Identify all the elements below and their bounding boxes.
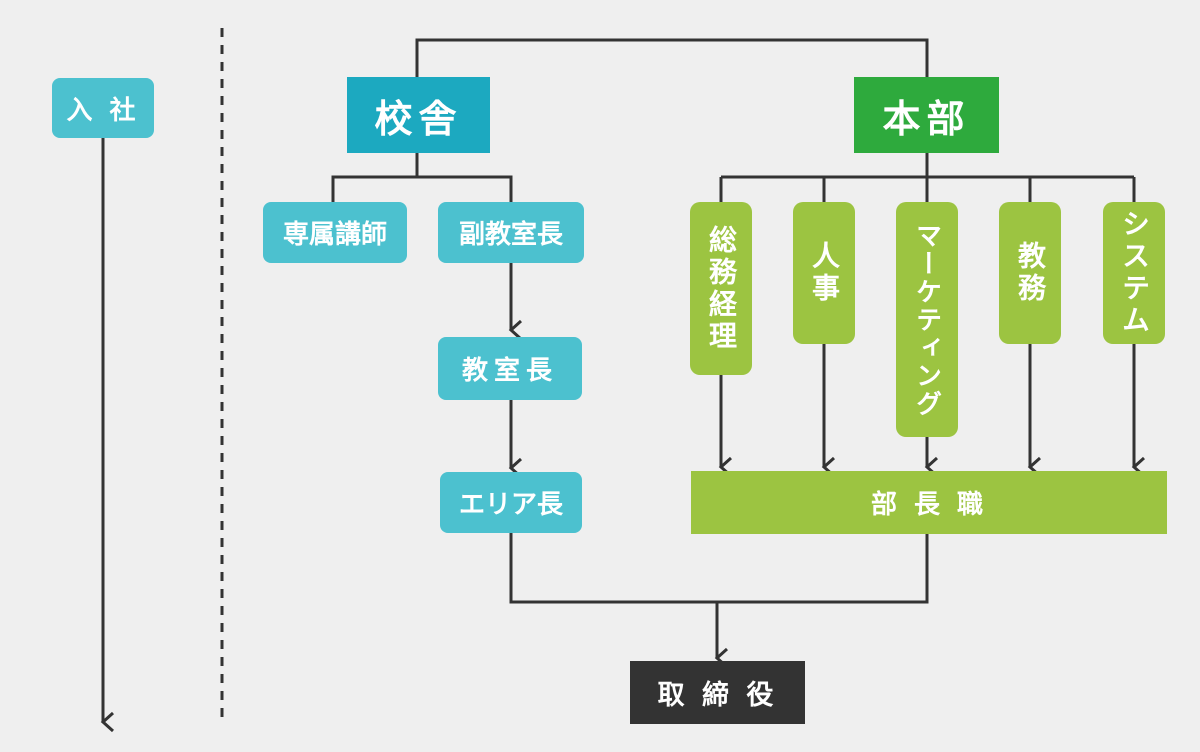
- merge-connector: [509, 533, 929, 604]
- dept-systems: システム: [1103, 202, 1165, 344]
- board-box: 取 締 役: [630, 661, 805, 724]
- role-head: 教室長: [438, 337, 582, 400]
- director-bar: 部 長 職: [691, 471, 1167, 534]
- role-area-manager: エリア長: [440, 472, 582, 533]
- school-header: 校舎: [347, 77, 490, 153]
- role-dedicated-instructor: 専属講師: [263, 202, 407, 263]
- dept-academic: 教務: [999, 202, 1061, 344]
- dept-hr: 人事: [793, 202, 855, 344]
- top-connector: [415, 38, 929, 77]
- dept-general-affairs: 総務経理: [690, 202, 752, 375]
- role-vice-head: 副教室長: [438, 202, 584, 263]
- dept-marketing: マーケティング: [896, 202, 958, 437]
- school-branch: [331, 175, 513, 202]
- hq-header: 本部: [854, 77, 999, 153]
- join-badge: 入 社: [52, 78, 154, 138]
